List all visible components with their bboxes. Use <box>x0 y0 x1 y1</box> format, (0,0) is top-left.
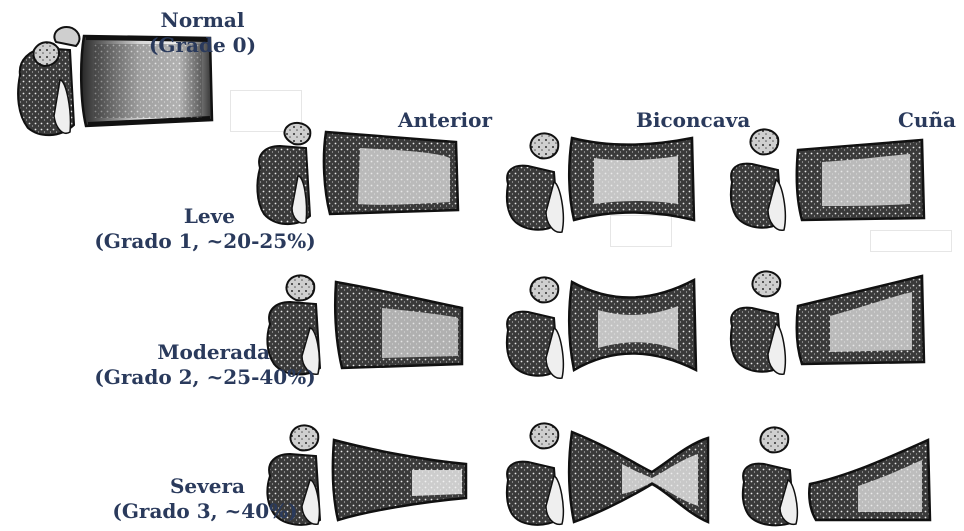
row-label-moderada: Moderada (Grado 2, ~25-40%) <box>80 340 330 390</box>
vertebra-severa-biconcava <box>502 418 712 528</box>
row-label-normal: Normal (Grade 0) <box>140 8 265 58</box>
row-label-moderada-grade: (Grado 2, ~25-40%) <box>80 365 330 390</box>
vertebra-leve-biconcava <box>502 124 702 236</box>
vertebra-leve-cuna <box>726 122 931 234</box>
vertebra-severa-cuna <box>738 420 938 528</box>
row-label-severa-title: Severa <box>85 474 325 499</box>
vertebra-moderada-cuna <box>726 266 931 378</box>
row-label-severa-grade: (Grado 3, ~40%) <box>85 499 325 524</box>
row-label-moderada-title: Moderada <box>80 340 330 365</box>
row-label-leve: Leve (Grado 1, ~20-25%) <box>80 204 330 254</box>
row-label-severa: Severa (Grado 3, ~40%) <box>85 474 325 524</box>
row-label-normal-grade: (Grade 0) <box>140 33 265 58</box>
vertebra-moderada-biconcava <box>502 270 702 382</box>
column-header-cuna: Cuña <box>898 108 956 133</box>
row-label-normal-title: Normal <box>140 8 265 33</box>
column-header-anterior: Anterior <box>398 108 492 133</box>
row-label-leve-title: Leve <box>80 204 330 229</box>
row-label-leve-grade: (Grado 1, ~20-25%) <box>80 229 330 254</box>
column-header-biconcava: Biconcava <box>636 108 750 133</box>
